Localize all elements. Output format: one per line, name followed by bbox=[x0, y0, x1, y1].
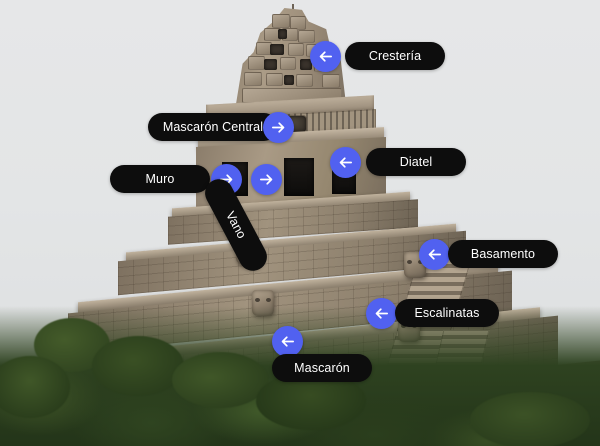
mascaron-nav-button[interactable] bbox=[272, 326, 303, 357]
muro-nav-button-2[interactable] bbox=[251, 164, 282, 195]
annotation-pill-diatel[interactable]: Diatel bbox=[366, 148, 466, 176]
temple-doorway-center bbox=[284, 158, 314, 196]
annotation-pill-mascaron-central[interactable]: Mascarón Central bbox=[148, 113, 278, 141]
arrow-left-icon bbox=[375, 308, 389, 319]
arrow-right-icon bbox=[259, 174, 273, 185]
arrow-left-icon bbox=[339, 157, 353, 168]
foliage-cluster-5 bbox=[470, 392, 590, 446]
escalinatas-nav-button[interactable] bbox=[366, 298, 397, 329]
annotation-pill-cresteria[interactable]: Crestería bbox=[345, 42, 445, 70]
mascaron-central-nav-button[interactable] bbox=[263, 112, 294, 143]
arrow-right-icon bbox=[271, 122, 285, 133]
foliage-cluster-6 bbox=[0, 356, 70, 418]
annotation-pill-mascaron[interactable]: Mascarón bbox=[272, 354, 372, 382]
arrow-left-icon bbox=[319, 51, 333, 62]
diatel-nav-button[interactable] bbox=[330, 147, 361, 178]
foliage-cluster-3 bbox=[172, 352, 268, 408]
arrow-left-icon bbox=[428, 249, 442, 260]
arrow-left-icon bbox=[281, 336, 295, 347]
annotation-pill-basamento[interactable]: Basamento bbox=[448, 240, 558, 268]
annotation-pill-escalinatas[interactable]: Escalinatas bbox=[395, 299, 499, 327]
cresteria-nav-button[interactable] bbox=[310, 41, 341, 72]
foliage-cluster-2 bbox=[92, 336, 184, 396]
basamento-nav-button[interactable] bbox=[419, 239, 450, 270]
annotation-pill-muro[interactable]: Muro bbox=[110, 165, 210, 193]
